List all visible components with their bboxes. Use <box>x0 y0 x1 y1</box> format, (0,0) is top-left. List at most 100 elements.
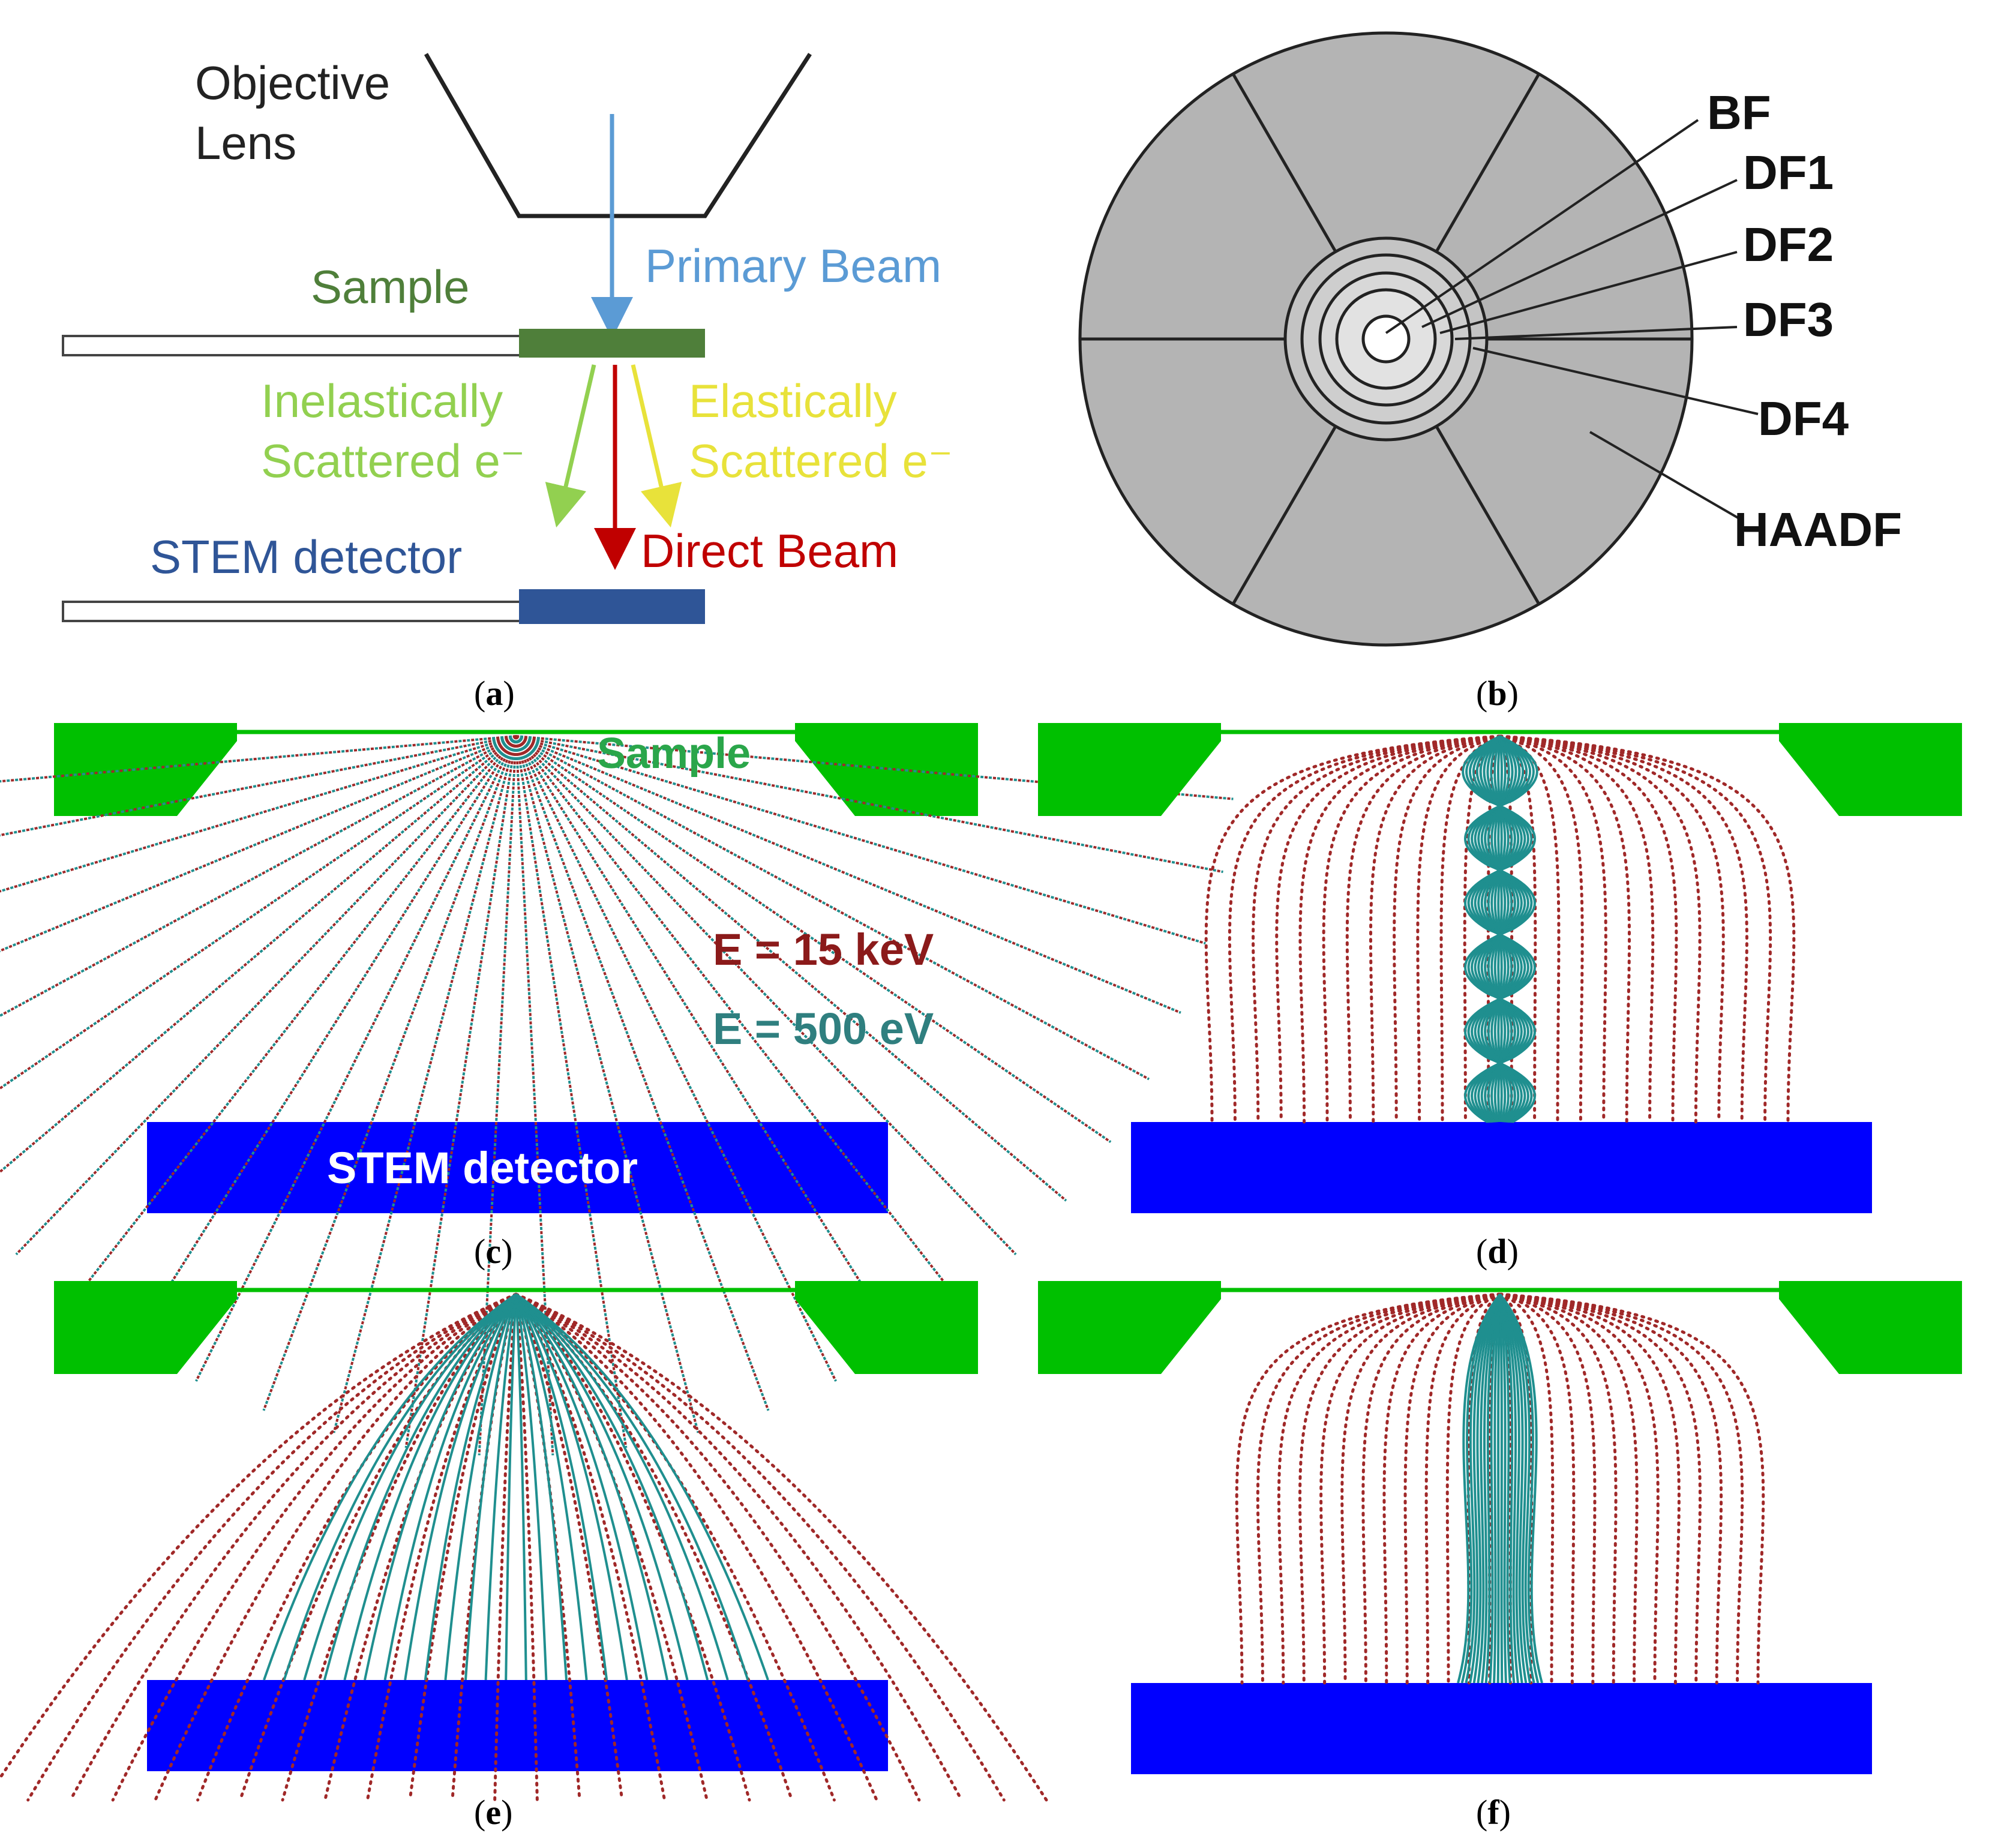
haadf-leader <box>1589 431 1741 520</box>
trajectory-500ev <box>484 1294 517 1681</box>
trajectory-500ev <box>1481 1294 1501 1684</box>
stem-detector-label-c: STEM detector <box>327 1143 638 1193</box>
caption-f: (f) <box>1476 1793 1511 1832</box>
trajectory-15kev <box>1498 734 1748 1124</box>
trajectory-500ev <box>1499 1294 1507 1684</box>
trajectory-15kev <box>281 1292 518 1802</box>
trajectory-500ev <box>364 1293 517 1681</box>
trajectory-15kev <box>1369 734 1502 1124</box>
caption-f-letter: f <box>1487 1793 1499 1832</box>
trajectory-15kev <box>1498 734 1631 1124</box>
trajectory-500ev <box>383 1293 517 1681</box>
stem-detector-label-a: STEM detector <box>150 530 462 583</box>
panel-d <box>1038 723 1962 1213</box>
trajectory-500ev <box>515 735 1234 800</box>
right-holder <box>1779 1281 1962 1374</box>
df3-label: DF3 <box>1743 293 1834 346</box>
trajectory-15kev <box>1403 1292 1502 1685</box>
trajectory-500ev <box>515 1294 568 1681</box>
left-holder <box>54 1281 237 1374</box>
trajectory-15kev <box>1298 734 1502 1124</box>
bf-leader <box>1385 119 1699 334</box>
trajectory-15kev <box>1319 1292 1502 1685</box>
trajectory-500ev <box>1472 1294 1501 1684</box>
bf-label: BF <box>1707 86 1771 139</box>
trajectory-15kev <box>493 1292 518 1802</box>
trajectory-500ev <box>1464 735 1538 1123</box>
trajectory-15kev <box>70 735 517 1304</box>
sample-label-c: Sample <box>597 730 751 778</box>
trajectory-15kev <box>515 736 770 1411</box>
trajectory-500ev <box>515 735 1223 874</box>
trajectory-500ev <box>515 1293 649 1681</box>
trajectory-15kev <box>514 1292 878 1802</box>
trajectory-15kev <box>514 1292 624 1802</box>
trajectory-15kev <box>1298 1292 1502 1685</box>
stem-detector-block <box>1131 1122 1872 1213</box>
panel-b: BF DF1 DF2 DF3 DF4 HAADF <box>1078 31 1902 647</box>
stem-detector-block <box>519 589 705 624</box>
trajectory-500ev <box>1484 1294 1501 1684</box>
left-holder <box>1038 1281 1221 1374</box>
trajectory-500ev <box>515 735 901 1346</box>
trajectory-500ev <box>478 736 517 1456</box>
trajectory-15kev <box>0 735 517 1018</box>
trajectory-500ev <box>1499 1293 1535 1684</box>
trajectory-500ev <box>1499 1293 1540 1684</box>
trajectory-15kev <box>515 735 1234 800</box>
trajectory-15kev <box>1498 734 1702 1124</box>
trajectory-500ev <box>1499 1294 1523 1684</box>
detector-holder-bar <box>62 601 523 622</box>
trajectory-500ev <box>1499 1294 1531 1684</box>
caption-a-letter: a <box>485 674 503 713</box>
df2-leader <box>1439 251 1738 334</box>
trajectory-15kev <box>514 1292 751 1802</box>
trajectory-500ev <box>464 1294 517 1681</box>
df1-leader <box>1421 179 1738 328</box>
bf-disk <box>1361 314 1411 364</box>
trajectory-500ev <box>444 1294 517 1681</box>
trajectory-15kev <box>0 735 517 893</box>
trajectory-500ev <box>0 735 517 1018</box>
stem-detector-block <box>1131 1683 1872 1774</box>
trajectory-15kev <box>515 735 1150 1081</box>
trajectory-500ev <box>1489 1294 1501 1684</box>
trajectory-15kev <box>0 735 517 783</box>
trajectory-15kev <box>1498 1292 1744 1685</box>
trajectory-15kev <box>514 1292 921 1802</box>
trajectory-500ev <box>505 1294 517 1681</box>
trajectory-500ev <box>515 1294 588 1681</box>
trajectory-500ev <box>515 1294 548 1681</box>
trajectory-500ev <box>515 1293 729 1681</box>
trajectory-15kev <box>478 736 517 1456</box>
trajectory-500ev <box>515 1294 608 1681</box>
caption-e: (e) <box>474 1793 512 1832</box>
trajectory-500ev <box>515 1293 668 1681</box>
trajectory-15kev <box>154 1292 518 1802</box>
trajectory-500ev <box>1499 1294 1511 1684</box>
trajectory-15kev <box>68 1292 518 1802</box>
trajectory-15kev <box>332 736 517 1433</box>
trajectory-500ev <box>1465 1293 1501 1684</box>
trajectory-15kev <box>1498 1292 1702 1685</box>
trajectory-500ev <box>283 1293 517 1681</box>
caption-e-letter: e <box>485 1793 501 1832</box>
trajectory-15kev <box>1498 1292 1765 1685</box>
trajectory-500ev <box>332 736 517 1433</box>
energy-low-label: E = 500 eV <box>713 1004 934 1054</box>
trajectory-15kev <box>515 736 554 1456</box>
caption-c-letter: c <box>485 1232 501 1271</box>
right-holder <box>1779 723 1962 816</box>
trajectory-15kev <box>1340 1292 1502 1685</box>
trajectory-500ev <box>1496 1294 1501 1684</box>
trajectory-15kev <box>1322 734 1502 1124</box>
trajectory-15kev <box>1498 1292 1639 1685</box>
trajectory-15kev <box>515 736 837 1382</box>
panel-a: Objective Lens Primary Beam Sample Inela… <box>62 53 953 624</box>
df3-leader <box>1454 326 1738 340</box>
trajectory-500ev <box>15 735 517 1256</box>
trajectory-15kev <box>0 735 517 1174</box>
trajectory-500ev <box>515 735 1150 1081</box>
